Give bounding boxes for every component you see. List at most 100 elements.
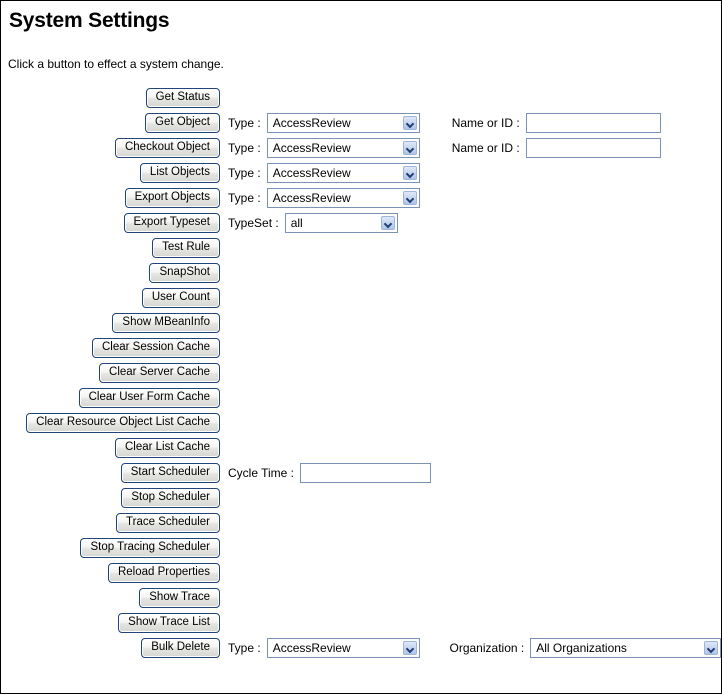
button-cell: Show Trace List [1,612,220,633]
cycle-time-label: Cycle Time : [228,465,295,480]
chevron-down-icon[interactable] [402,190,417,205]
checkout-object-button[interactable]: Checkout Object [114,137,220,158]
export-objects-type-select[interactable]: AccessReview [266,187,420,208]
export-typeset-select[interactable]: all [284,212,398,233]
row-stop-scheduler: Stop Scheduler [1,485,721,510]
select-value: AccessReview [272,640,351,655]
select-value: AccessReview [272,140,351,155]
organization-label: Organization : [449,640,525,655]
stop-tracing-scheduler-button[interactable]: Stop Tracing Scheduler [80,537,220,558]
get-object-button[interactable]: Get Object [145,112,220,133]
button-cell: Bulk Delete [1,637,220,658]
button-cell: Get Status [1,87,220,108]
export-typeset-button[interactable]: Export Typeset [123,212,220,233]
type-label: Type : [228,640,261,655]
button-cell: Checkout Object [1,137,220,158]
settings-rows: Get Status Get Object Type : AccessRevie… [1,85,721,660]
show-trace-list-button[interactable]: Show Trace List [118,612,220,633]
row-user-count: User Count [1,285,721,310]
row-test-rule: Test Rule [1,235,721,260]
checkout-object-type-select[interactable]: AccessReview [266,137,420,158]
row-show-trace-list: Show Trace List [1,610,721,635]
button-cell: Clear Server Cache [1,362,220,383]
button-cell: Show Trace [1,587,220,608]
button-cell: List Objects [1,162,220,183]
select-value: AccessReview [272,165,351,180]
button-cell: SnapShot [1,262,220,283]
select-value: all [290,215,303,230]
row-snapshot: SnapShot [1,260,721,285]
page-title: System Settings [9,9,170,32]
type-label: Type : [228,165,261,180]
start-scheduler-button[interactable]: Start Scheduler [120,462,220,483]
clear-resource-object-list-cache-button[interactable]: Clear Resource Object List Cache [26,412,220,433]
list-objects-button[interactable]: List Objects [139,162,220,183]
chevron-down-icon[interactable] [402,140,417,155]
user-count-button[interactable]: User Count [141,287,220,308]
show-trace-button[interactable]: Show Trace [139,587,220,608]
select-value: AccessReview [272,190,351,205]
clear-user-form-cache-button[interactable]: Clear User Form Cache [78,387,220,408]
button-cell: Start Scheduler [1,462,220,483]
show-mbeaninfo-button[interactable]: Show MBeanInfo [112,312,220,333]
stop-scheduler-button[interactable]: Stop Scheduler [121,487,220,508]
button-cell: Clear User Form Cache [1,387,220,408]
bulk-delete-type-select[interactable]: AccessReview [266,637,420,658]
export-objects-button[interactable]: Export Objects [124,187,220,208]
select-value: AccessReview [272,115,351,130]
test-rule-button[interactable]: Test Rule [152,237,220,258]
chevron-down-icon[interactable] [402,165,417,180]
clear-session-cache-button[interactable]: Clear Session Cache [91,337,220,358]
button-cell: Clear Resource Object List Cache [1,412,220,433]
button-cell: Show MBeanInfo [1,312,220,333]
row-clear-session-cache: Clear Session Cache [1,335,721,360]
row-get-object: Get Object Type : AccessReview Name or I… [1,110,721,135]
bulk-delete-organization-select[interactable]: All Organizations [530,637,721,658]
name-or-id-label: Name or ID : [451,115,520,130]
row-reload-properties: Reload Properties [1,560,721,585]
checkout-object-name-or-id-input[interactable] [525,137,661,158]
chevron-down-icon[interactable] [402,115,417,130]
button-cell: Export Objects [1,187,220,208]
button-cell: Clear List Cache [1,437,220,458]
row-export-typeset: Export Typeset TypeSet : all [1,210,721,235]
bulk-delete-button[interactable]: Bulk Delete [141,637,220,658]
row-get-status: Get Status [1,85,721,110]
row-checkout-object: Checkout Object Type : AccessReview Name… [1,135,721,160]
row-export-objects: Export Objects Type : AccessReview [1,185,721,210]
get-object-name-or-id-input[interactable] [525,112,661,133]
row-list-objects: List Objects Type : AccessReview [1,160,721,185]
row-bulk-delete: Bulk Delete Type : AccessReview Organiza… [1,635,721,660]
type-label: Type : [228,140,261,155]
trace-scheduler-button[interactable]: Trace Scheduler [116,512,220,533]
row-clear-server-cache: Clear Server Cache [1,360,721,385]
page-subtitle: Click a button to effect a system change… [8,57,224,71]
get-object-type-select[interactable]: AccessReview [266,112,420,133]
button-cell: User Count [1,287,220,308]
select-value: All Organizations [536,640,627,655]
button-cell: Get Object [1,112,220,133]
type-label: Type : [228,115,261,130]
chevron-down-icon[interactable] [402,640,417,655]
chevron-down-icon[interactable] [704,640,718,655]
button-cell: Stop Scheduler [1,487,220,508]
row-trace-scheduler: Trace Scheduler [1,510,721,535]
list-objects-type-select[interactable]: AccessReview [266,162,420,183]
cycle-time-input[interactable] [300,462,432,483]
chevron-down-icon[interactable] [380,215,395,230]
type-label: Type : [228,190,261,205]
clear-list-cache-button[interactable]: Clear List Cache [114,437,220,458]
get-status-button[interactable]: Get Status [145,87,220,108]
row-clear-list-cache: Clear List Cache [1,435,721,460]
snapshot-button[interactable]: SnapShot [149,262,220,283]
row-clear-user-form-cache: Clear User Form Cache [1,385,721,410]
reload-properties-button[interactable]: Reload Properties [107,562,220,583]
clear-server-cache-button[interactable]: Clear Server Cache [99,362,220,383]
typeset-label: TypeSet : [228,215,279,230]
button-cell: Test Rule [1,237,220,258]
button-cell: Trace Scheduler [1,512,220,533]
button-cell: Export Typeset [1,212,220,233]
name-or-id-label: Name or ID : [451,140,520,155]
row-start-scheduler: Start Scheduler Cycle Time : [1,460,721,485]
